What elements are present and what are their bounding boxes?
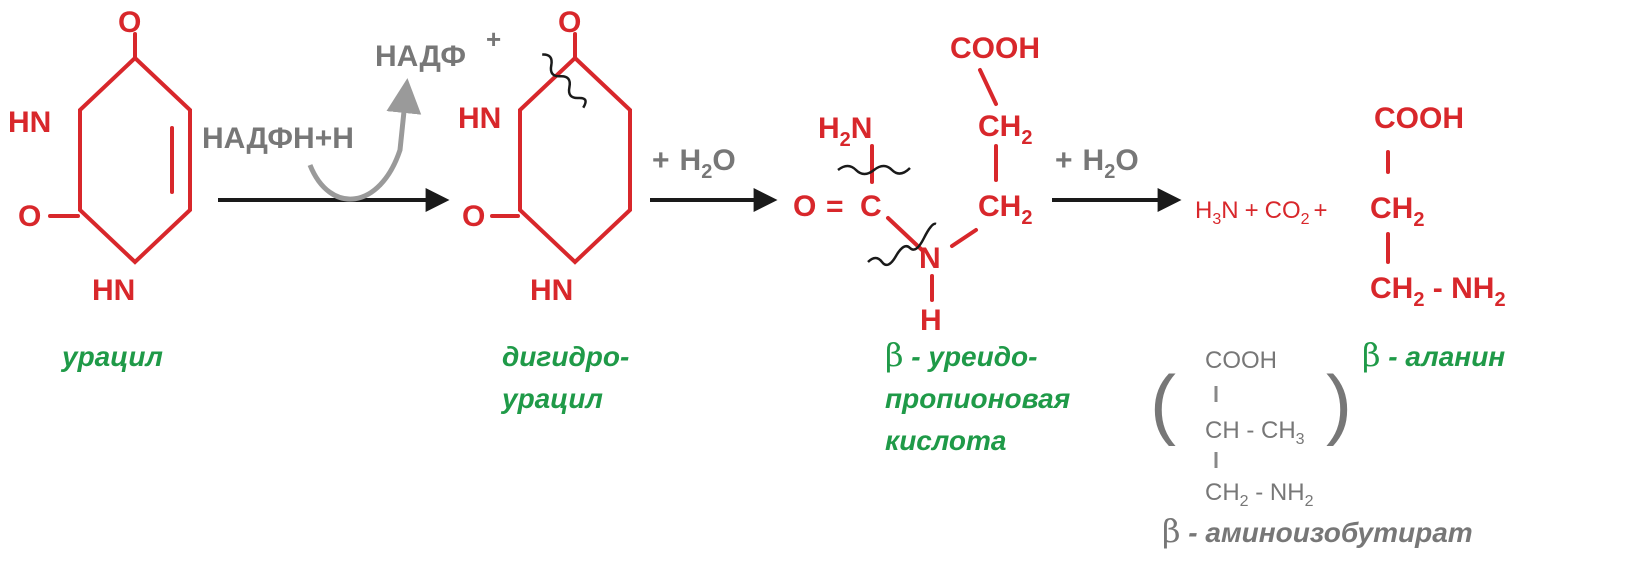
ureido-c: C bbox=[860, 190, 882, 223]
ureido-label-3: кислота bbox=[885, 425, 1007, 456]
aminoisobutyrate-structure: ( ) COOH CH - CH3 CH2 - NH2 bbox=[1150, 347, 1352, 510]
uracil-label: урацил bbox=[60, 341, 163, 372]
cofactor-nadph: НАДФН+Н bbox=[202, 122, 354, 155]
uracil-ring bbox=[78, 55, 192, 265]
ureido-o: O bbox=[793, 190, 816, 223]
cleavage-mark-n bbox=[867, 222, 937, 267]
ureido-label-1: β - уреидо- bbox=[885, 336, 1037, 374]
dihydrouracil-o-left: O bbox=[462, 200, 485, 233]
cofactor-nadp: НАДФ bbox=[375, 40, 466, 73]
dihydrouracil-ring bbox=[518, 55, 632, 265]
cleavage-mark-amide bbox=[837, 164, 911, 176]
aib-ch2-nh2: CH2 - NH2 bbox=[1205, 479, 1314, 510]
uracil-hn-bottom: HN bbox=[92, 274, 135, 307]
dihydrouracil-hn-left: HN bbox=[458, 102, 501, 135]
alanine-ch2-nh2: CH2 - NH2 bbox=[1370, 272, 1506, 311]
cofactor-curved-arrow bbox=[307, 78, 422, 202]
ureido-cooh-bond bbox=[978, 68, 998, 106]
alanine-ch2-a: CH2 bbox=[1370, 192, 1424, 231]
dihydrouracil-structure: O HN O HN bbox=[458, 6, 632, 307]
ureido-h2n: H2N bbox=[818, 112, 872, 151]
aib-ch-ch3: CH - CH3 bbox=[1205, 417, 1305, 448]
cleavage-mark-ring bbox=[542, 53, 587, 109]
aminoisobutyrate-label: β - аминоизобутират bbox=[1162, 512, 1473, 550]
uracil-structure: O HN O HN bbox=[8, 6, 192, 307]
ureido-label-2: пропионовая bbox=[885, 383, 1070, 414]
ureidopropionic-structure: H2N O = C N H COOH CH2 CH2 bbox=[793, 32, 1040, 337]
dihydrouracil-label-2: урацил bbox=[500, 383, 603, 414]
bracket-close: ) bbox=[1326, 359, 1352, 447]
ureido-n-ch2-bond bbox=[950, 228, 978, 248]
step2-water: +H2O bbox=[652, 144, 736, 183]
beta-alanine-structure: COOH CH2 CH2 - NH2 bbox=[1370, 102, 1506, 311]
ureido-n: N bbox=[919, 242, 941, 275]
ureido-ch2-b: CH2 bbox=[978, 190, 1032, 229]
bracket-open: ( bbox=[1150, 359, 1176, 447]
ureido-c-n-bond bbox=[886, 216, 924, 252]
alanine-label: β - аланин bbox=[1362, 336, 1505, 374]
step3-water: +H2O bbox=[1055, 144, 1139, 183]
cofactor-nadp-charge: + bbox=[486, 24, 501, 54]
product-h3n-co2: H3N+CO2+ bbox=[1195, 197, 1328, 228]
ureido-ch2-a: CH2 bbox=[978, 110, 1032, 149]
ureido-h: H bbox=[920, 304, 942, 337]
ureido-eq: = bbox=[826, 190, 844, 223]
uracil-o-top: O bbox=[118, 6, 141, 39]
uracil-o-left: O bbox=[18, 200, 41, 233]
ureido-cooh: COOH bbox=[950, 32, 1040, 65]
dihydrouracil-hn-bottom: HN bbox=[530, 274, 573, 307]
dihydrouracil-label-1: дигидро- bbox=[502, 341, 629, 372]
uracil-hn-left: HN bbox=[8, 106, 51, 139]
alanine-cooh: COOH bbox=[1374, 102, 1464, 135]
dihydrouracil-o-top: O bbox=[558, 6, 581, 39]
aib-cooh: COOH bbox=[1205, 347, 1277, 374]
